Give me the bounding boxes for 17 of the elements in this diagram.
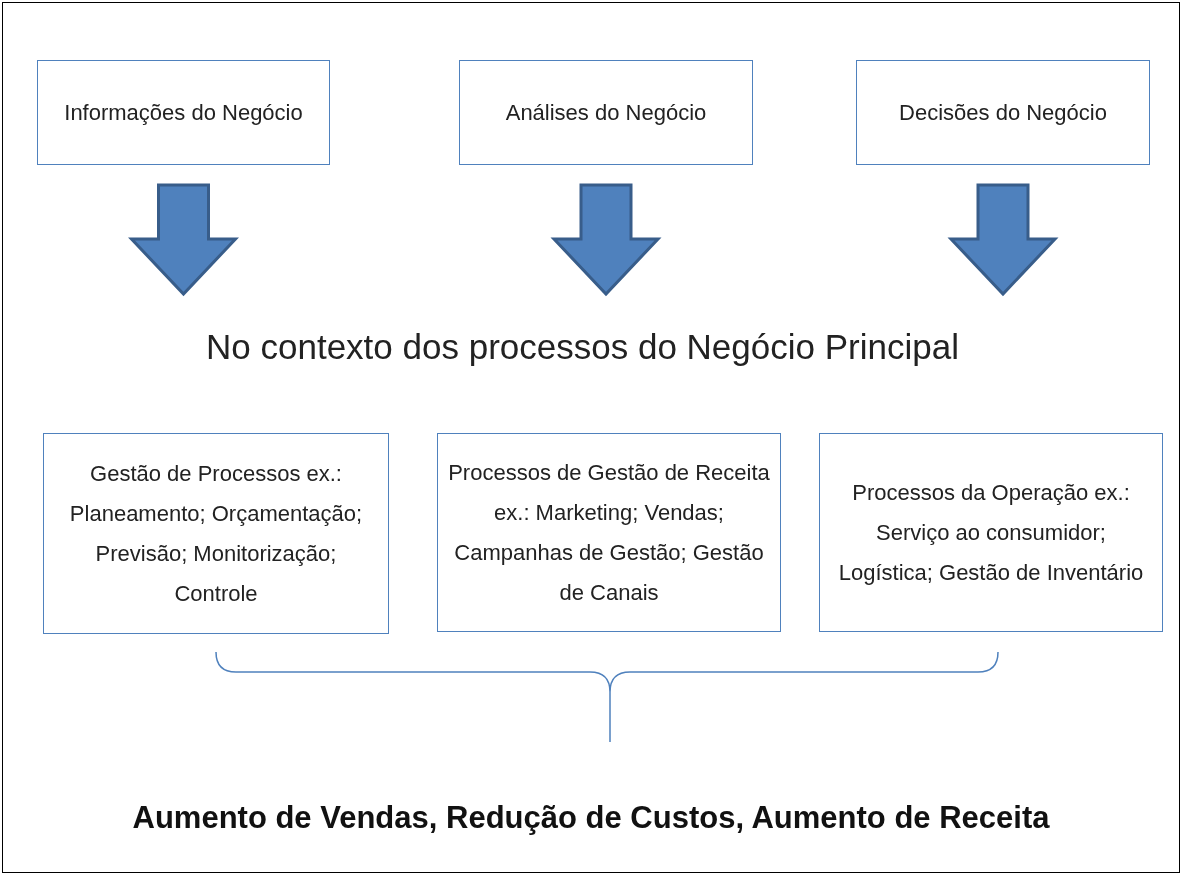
box-text: Informações do Negócio	[64, 99, 303, 127]
heading-text: No contexto dos processos do Negócio Principal	[100, 318, 1065, 376]
process-box	[459, 60, 753, 165]
box-text: Decisões do Negócio	[899, 99, 1107, 127]
block-arrow	[947, 183, 1059, 297]
box-text: Análises do Negócio	[505, 99, 707, 127]
box-text: Processos da Operação ex.: Serviço ao consumidor; Logística; Gestão de Inventário	[837, 478, 1145, 587]
process-box	[856, 60, 1150, 165]
block-arrow	[550, 183, 662, 297]
process-box	[437, 433, 781, 632]
process-box	[37, 60, 330, 165]
block-arrow	[128, 183, 239, 297]
box-text: Gestão de Processos ex.: Planeamento; Orçamentação; Previsão; Monitorização; Controle	[68, 459, 364, 608]
conclusion-text: Aumento de Vendas, Redução de Custos, Aumento de Receita	[131, 800, 1051, 836]
process-box	[43, 433, 389, 634]
process-box	[819, 433, 1163, 632]
box-text: Processos de Gestão de Receita ex.: Marketing; Vendas; Campanhas de Gestão; Gestão de Canais	[448, 458, 770, 607]
